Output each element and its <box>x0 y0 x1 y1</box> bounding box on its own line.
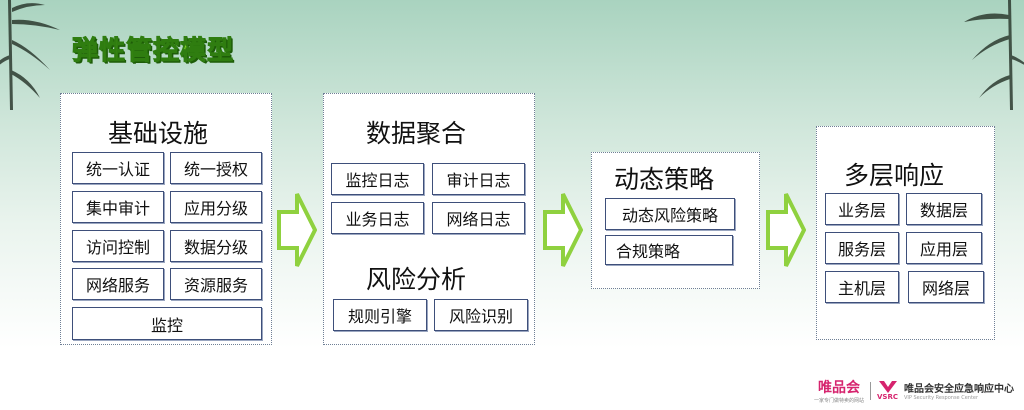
vsrc-label: VSRC <box>877 392 898 401</box>
bamboo-right-icon <box>964 0 1024 110</box>
item-unified-authorization: 统一授权 <box>170 152 262 184</box>
item-monitor-log: 监控日志 <box>331 163 424 195</box>
stage-infrastructure-title: 基础设施 <box>108 119 209 148</box>
brand-secondary: 唯品会安全应急响应中心 <box>904 384 1014 395</box>
item-app-grading: 应用分级 <box>170 191 262 223</box>
item-monitoring: 监控 <box>72 307 262 340</box>
stage-data-aggregation-title: 数据聚合 <box>366 119 467 148</box>
flow-arrow-icon <box>766 193 806 267</box>
item-business-log: 业务日志 <box>331 202 424 234</box>
item-unified-auth: 统一认证 <box>72 152 164 184</box>
bamboo-left-icon <box>0 0 60 110</box>
flow-arrow-icon <box>277 193 317 267</box>
item-data-layer: 数据层 <box>906 193 982 225</box>
item-network-log: 网络日志 <box>432 202 525 234</box>
item-data-grading: 数据分级 <box>170 230 262 262</box>
risk-analysis-title: 风险分析 <box>366 265 467 294</box>
item-risk-identification: 风险识别 <box>434 299 528 331</box>
footer-branding: 唯品会 一家专门做特卖的网站 VSRC 唯品会安全应急响应中心 VIP Secu… <box>814 377 1014 404</box>
item-access-control: 访问控制 <box>72 230 164 262</box>
item-central-audit: 集中审计 <box>72 191 164 223</box>
flow-arrow-icon <box>543 193 583 267</box>
stage-dynamic-policy-title: 动态策略 <box>614 165 715 194</box>
item-service-layer: 服务层 <box>825 232 899 264</box>
brand-primary: 唯品会 <box>817 380 860 396</box>
item-resource-service: 资源服务 <box>170 268 262 300</box>
item-dynamic-risk-policy: 动态风险策略 <box>605 198 735 230</box>
item-application-layer: 应用层 <box>906 232 982 264</box>
item-business-layer: 业务层 <box>825 193 899 225</box>
item-network-layer: 网络层 <box>908 271 984 303</box>
footer-divider <box>870 381 871 400</box>
stage-multilayer-response-title: 多层响应 <box>844 161 945 190</box>
brand-primary-sub: 一家专门做特卖的网站 <box>813 398 864 404</box>
item-rule-engine: 规则引擎 <box>333 299 427 331</box>
vsrc-logo-icon <box>878 380 897 393</box>
brand-secondary-sub: VIP Security Response Center <box>904 395 979 401</box>
item-network-service: 网络服务 <box>72 268 164 300</box>
item-compliance-policy: 合规策略 <box>605 235 733 265</box>
item-audit-log: 审计日志 <box>432 163 525 195</box>
item-host-layer: 主机层 <box>825 271 899 303</box>
page-title: 弹性管控模型 <box>71 36 235 67</box>
